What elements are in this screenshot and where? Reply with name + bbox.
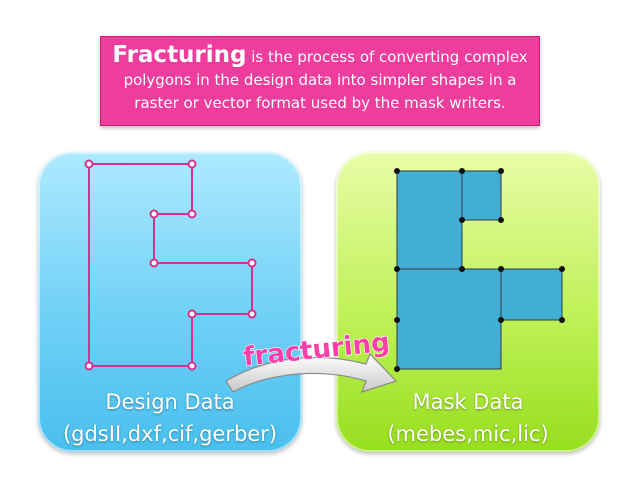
mask-vertex <box>459 168 465 174</box>
mask-vertex <box>459 266 465 272</box>
design-polygon-vertices <box>84 159 257 371</box>
mask-vertices <box>394 168 565 372</box>
mask-rect <box>461 170 502 221</box>
mask-rect <box>396 268 502 370</box>
vertex-point <box>187 209 197 219</box>
vertex-point <box>84 361 94 371</box>
design-data-panel: Design Data (gdsII,dxf,cif,gerber) <box>38 152 302 452</box>
design-polygon-outline <box>88 163 253 367</box>
banner-line-2: polygons in the design data into simpler… <box>123 71 517 89</box>
mask-rect <box>396 170 463 270</box>
mask-vertex <box>498 266 504 272</box>
vertex-point <box>187 309 197 319</box>
mask-rect <box>500 268 563 321</box>
mask-data-formats: (mebes,mic,lic) <box>387 422 549 446</box>
vertex-point <box>247 258 257 268</box>
banner-line-3: raster or vector format used by the mask… <box>134 94 506 112</box>
mask-shapes <box>396 170 563 370</box>
design-data-title: Design Data <box>105 390 235 414</box>
vertex-point <box>187 361 197 371</box>
banner-line-1-rest: is the process of converting complex <box>246 48 528 66</box>
mask-vertex <box>459 217 465 223</box>
mask-vertex <box>394 366 400 372</box>
mask-vertex <box>394 266 400 272</box>
fracturing-arrow <box>225 352 398 393</box>
design-data-formats: (gdsII,dxf,cif,gerber) <box>62 422 278 446</box>
vertex-point <box>149 209 159 219</box>
banner-keyword: Fracturing <box>112 42 247 68</box>
mask-vertex <box>498 217 504 223</box>
mask-vertex <box>394 317 400 323</box>
banner-line-1: Fracturing is the process of converting … <box>111 44 529 69</box>
definition-banner: Fracturing is the process of converting … <box>100 36 540 126</box>
vertex-point <box>247 309 257 319</box>
mask-data-title: Mask Data <box>412 390 524 414</box>
mask-vertex <box>498 317 504 323</box>
vertex-point <box>149 258 159 268</box>
mask-vertex <box>559 317 565 323</box>
design-polygon <box>84 159 257 371</box>
mask-vertex <box>394 168 400 174</box>
vertex-point <box>84 159 94 169</box>
vertex-point <box>187 159 197 169</box>
mask-vertex <box>498 168 504 174</box>
mask-vertex <box>559 266 565 272</box>
